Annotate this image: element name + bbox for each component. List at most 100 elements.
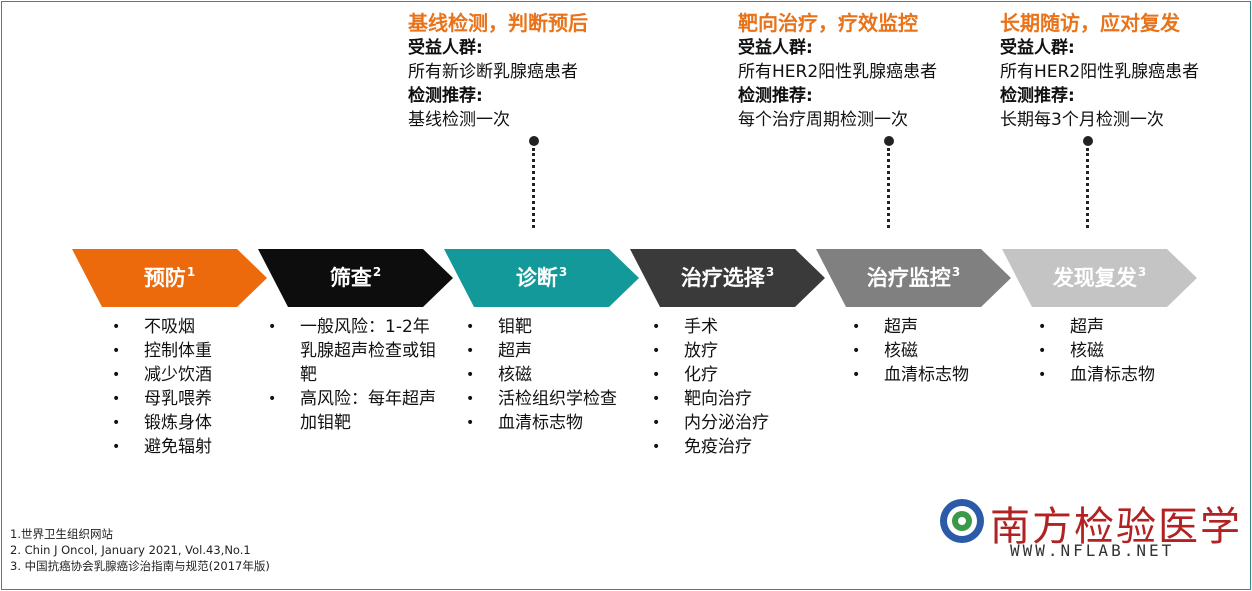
test-label: 检测推荐: <box>1000 86 1075 106</box>
stage-chevron-shape <box>72 249 267 307</box>
reference-2: 2. Chin J Oncol, January 2021, Vol.43,No… <box>10 543 251 557</box>
stage-reference: 3 <box>951 265 961 279</box>
audience-text: 所有HER2阳性乳腺癌患者 <box>1000 62 1200 82</box>
annotation-targeted: 靶向治疗，疗效监控 受益人群: 所有HER2阳性乳腺癌患者 检测推荐: 每个治疗… <box>738 10 937 132</box>
connector-dot <box>1083 136 1093 146</box>
test-text: 长期每3个月检测一次 <box>1000 110 1164 130</box>
stage-item-list: 不吸烟控制体重减少饮酒母乳喂养锻炼身体避免辐射 <box>112 315 252 459</box>
brand-name: 南方检验医学 <box>990 504 1242 550</box>
list-item: 核磁 <box>466 363 641 387</box>
list-item: 放疗 <box>652 339 812 363</box>
brand-url: WWW.NFLAB.NET <box>1010 541 1175 560</box>
list-item: 母乳喂养 <box>112 387 252 411</box>
annotation-followup: 长期随访，应对复发 受益人群: 所有HER2阳性乳腺癌患者 检测推荐: 长期每3… <box>1000 10 1199 132</box>
list-item: 避免辐射 <box>112 435 252 459</box>
stage-label: 诊断3 <box>444 249 639 307</box>
stage-name: 筛查 <box>329 266 372 290</box>
list-item: 不吸烟 <box>112 315 252 339</box>
stage-label: 筛查2 <box>258 249 453 307</box>
test-text: 基线检测一次 <box>408 110 510 130</box>
test-label: 检测推荐: <box>408 86 483 106</box>
stage-chevron <box>816 249 1011 307</box>
audience-label: 受益人群: <box>738 38 813 58</box>
list-item: 核磁 <box>1038 339 1188 363</box>
list-item: 化疗 <box>652 363 812 387</box>
stage-name: 诊断 <box>515 266 558 290</box>
stage-chevron <box>630 249 825 307</box>
annotation-heading: 长期随访，应对复发 <box>1000 11 1180 35</box>
stage-3: 治疗选择3 <box>630 249 825 307</box>
test-label: 检测推荐: <box>738 86 813 106</box>
list-item: 免疫治疗 <box>652 435 812 459</box>
stage-name: 治疗监控 <box>866 266 951 290</box>
stage-1: 筛查2 <box>258 249 453 307</box>
stage-chevron-shape <box>1002 249 1197 307</box>
list-item: 锻炼身体 <box>112 411 252 435</box>
reference-3: 3. 中国抗癌协会乳腺癌诊治指南与规范(2017年版) <box>10 559 270 573</box>
stage-item-list: 一般风险：1-2年乳腺超声检查或钼靶高风险：每年超声加钼靶 <box>268 315 443 435</box>
list-item: 一般风险：1-2年乳腺超声检查或钼靶 <box>268 315 443 387</box>
stage-label: 治疗监控3 <box>816 249 1011 307</box>
stage-name: 预防 <box>143 266 186 290</box>
list-item: 钼靶 <box>466 315 641 339</box>
stage-item-list: 手术放疗化疗靶向治疗内分泌治疗免疫治疗 <box>652 315 812 459</box>
stage-reference: 3 <box>558 265 568 279</box>
stage-reference: 3 <box>765 265 775 279</box>
list-item: 手术 <box>652 315 812 339</box>
stage-label: 发现复发3 <box>1002 249 1197 307</box>
references: 1.世界卫生组织网站 2. Chin J Oncol, January 2021… <box>10 526 270 574</box>
stage-chevron <box>258 249 453 307</box>
stage-item-list: 钼靶超声核磁活检组织学检查血清标志物 <box>466 315 641 435</box>
annotation-baseline: 基线检测，判断预后 受益人群: 所有新诊断乳腺癌患者 检测推荐: 基线检测一次 <box>408 10 588 132</box>
stage-chevron-shape <box>630 249 825 307</box>
audience-text: 所有HER2阳性乳腺癌患者 <box>738 62 938 82</box>
list-item: 超声 <box>466 339 641 363</box>
reference-1: 1.世界卫生组织网站 <box>10 527 113 541</box>
connector-dot <box>884 136 894 146</box>
audience-text: 所有新诊断乳腺癌患者 <box>408 62 578 82</box>
stage-reference: 2 <box>372 265 382 279</box>
list-item: 减少饮酒 <box>112 363 252 387</box>
annotation-heading: 靶向治疗，疗效监控 <box>738 11 918 35</box>
stage-2: 诊断3 <box>444 249 639 307</box>
connector-line <box>532 148 535 228</box>
list-item: 控制体重 <box>112 339 252 363</box>
stage-4: 治疗监控3 <box>816 249 1011 307</box>
list-item: 血清标志物 <box>852 363 1002 387</box>
list-item: 超声 <box>852 315 1002 339</box>
stage-chevron-shape <box>258 249 453 307</box>
list-item: 超声 <box>1038 315 1188 339</box>
stage-item-list: 超声核磁血清标志物 <box>1038 315 1188 387</box>
connector-dot <box>529 136 539 146</box>
list-item: 靶向治疗 <box>652 387 812 411</box>
stage-label: 预防1 <box>72 249 267 307</box>
list-item: 内分泌治疗 <box>652 411 812 435</box>
stage-reference: 1 <box>186 265 196 279</box>
connector-line <box>887 148 890 228</box>
stage-5: 发现复发3 <box>1002 249 1197 307</box>
stage-name: 发现复发 <box>1052 266 1137 290</box>
stage-label: 治疗选择3 <box>630 249 825 307</box>
list-item: 活检组织学检查 <box>466 387 641 411</box>
list-item: 血清标志物 <box>466 411 641 435</box>
stage-chevron <box>444 249 639 307</box>
annotation-heading: 基线检测，判断预后 <box>408 11 588 35</box>
test-text: 每个治疗周期检测一次 <box>738 110 908 130</box>
stage-chevron <box>72 249 267 307</box>
stage-reference: 3 <box>1137 265 1147 279</box>
stage-item-list: 超声核磁血清标志物 <box>852 315 1002 387</box>
list-item: 核磁 <box>852 339 1002 363</box>
stage-0: 预防1 <box>72 249 267 307</box>
stage-name: 治疗选择 <box>680 266 765 290</box>
audience-label: 受益人群: <box>1000 38 1075 58</box>
audience-label: 受益人群: <box>408 38 483 58</box>
stage-chevron-shape <box>444 249 639 307</box>
stage-chevron <box>1002 249 1197 307</box>
connector-line <box>1086 148 1089 228</box>
logo-emblem-icon <box>938 497 986 549</box>
list-item: 血清标志物 <box>1038 363 1188 387</box>
stage-chevron-shape <box>816 249 1011 307</box>
list-item: 高风险：每年超声加钼靶 <box>268 387 443 435</box>
